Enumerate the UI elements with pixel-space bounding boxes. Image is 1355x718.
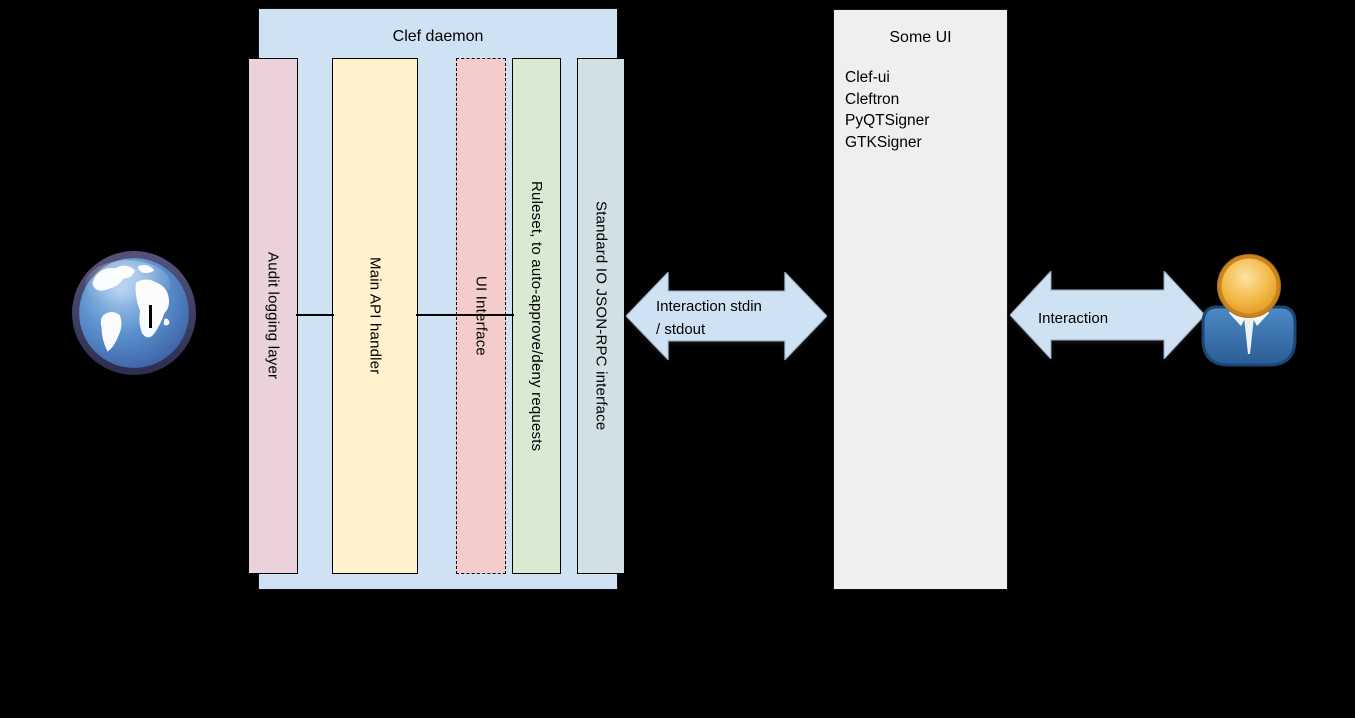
double-arrow-stdio-icon xyxy=(626,272,827,360)
user-head xyxy=(1221,258,1277,314)
list-item-clef-ui: Clef-ui xyxy=(845,69,890,86)
bar-stdio-jsonrpc-interface-label: Standard IO JSON-RPC interface xyxy=(592,201,610,431)
stdio-arrow-label: Interaction stdin / stdout xyxy=(656,295,762,341)
double-arrow-stdio-shape xyxy=(626,272,827,360)
bar-ruleset: Ruleset, to auto-approve/deny requests xyxy=(512,58,561,574)
connector-line-audit-to-api xyxy=(296,314,334,316)
stdio-arrow-label-line1: Interaction stdin xyxy=(656,298,762,315)
user-tie xyxy=(1244,317,1254,354)
bar-ui-interface: UI Interface xyxy=(456,58,506,574)
clef-daemon-box: Clef daemon xyxy=(258,8,618,590)
user-icon xyxy=(1201,254,1297,367)
some-ui-list: Clef-ui Cleftron PyQTSigner GTKSigner xyxy=(845,67,929,153)
some-ui-title: Some UI xyxy=(889,29,952,46)
bar-stdio-jsonrpc-interface: Standard IO JSON-RPC interface xyxy=(577,58,625,574)
bar-audit-logging-layer-label: Audit logging layer xyxy=(264,252,282,380)
double-arrow-interaction-shape xyxy=(1010,271,1205,359)
clef-daemon-title: Clef daemon xyxy=(392,28,484,45)
bar-ui-interface-label: UI Interface xyxy=(472,276,490,356)
double-arrow-interaction-icon xyxy=(1010,271,1205,359)
bar-ruleset-label: Ruleset, to auto-approve/deny requests xyxy=(528,180,545,452)
list-item-pyqtsigner: PyQTSigner xyxy=(845,112,930,130)
list-item-gtksigner: GTKSigner xyxy=(845,133,922,151)
stdio-arrow-label-line2: / stdout xyxy=(656,321,706,338)
list-item-cleftron: Cleftron xyxy=(845,90,900,108)
interaction-arrow-label: Interaction xyxy=(1038,310,1109,327)
some-ui-box: Some UI Clef-ui Cleftron PyQTSigner GTKS… xyxy=(833,9,1008,590)
bar-main-api-handler: Main API handler xyxy=(332,58,418,574)
connector-line-api-to-ruleset xyxy=(416,314,514,316)
text-cursor[interactable] xyxy=(149,305,152,328)
globe-icon xyxy=(72,251,196,375)
bar-audit-logging-layer: Audit logging layer xyxy=(248,58,298,574)
bar-main-api-handler-label: Main API handler xyxy=(366,257,384,375)
